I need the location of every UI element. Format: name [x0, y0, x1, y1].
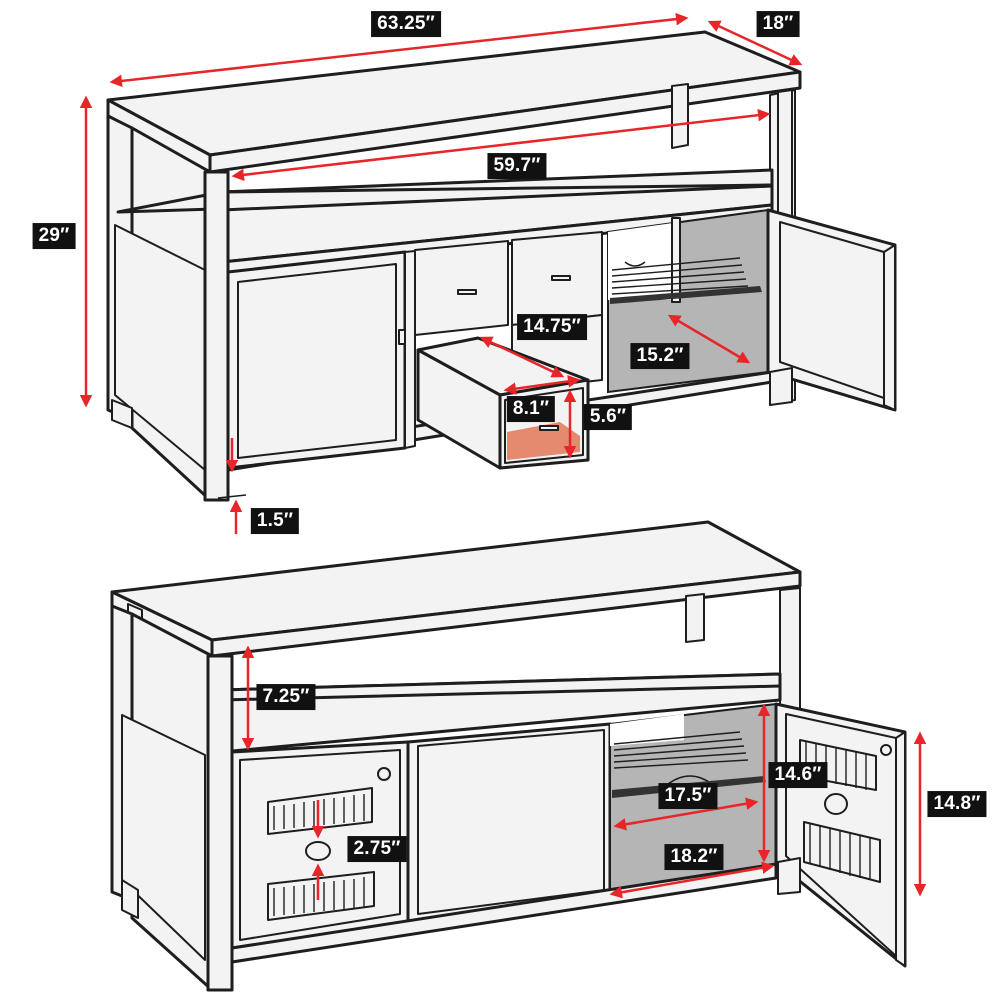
label-top-depth: 18″	[756, 11, 800, 37]
label-door-height: 14.8″	[927, 791, 987, 817]
label-shelf-height: 7.25″	[256, 684, 316, 710]
label-top-width: 63.25″	[371, 11, 441, 37]
label-drawer-width: 8.1″	[506, 396, 556, 422]
label-cabinet-inner-width: 17.5″	[658, 783, 718, 809]
label-cabinet-outer-width: 18.2″	[664, 844, 724, 870]
top-view-stand	[106, 30, 897, 502]
label-cabinet-depth: 15.2″	[630, 343, 690, 369]
bottom-dimension-lines	[241, 645, 927, 900]
label-height: 29″	[32, 223, 76, 249]
label-leg-clearance: 1.5″	[250, 508, 300, 534]
label-cable-hole: 2.75″	[347, 836, 407, 862]
label-drawer-depth: 14.75″	[517, 314, 587, 340]
top-dimension-lines	[79, 12, 803, 534]
label-drawer-height: 5.6″	[583, 404, 633, 430]
bottom-view-stand	[110, 520, 907, 992]
label-cabinet-height: 14.6″	[768, 762, 828, 788]
label-inner-width: 59.7″	[487, 153, 547, 179]
